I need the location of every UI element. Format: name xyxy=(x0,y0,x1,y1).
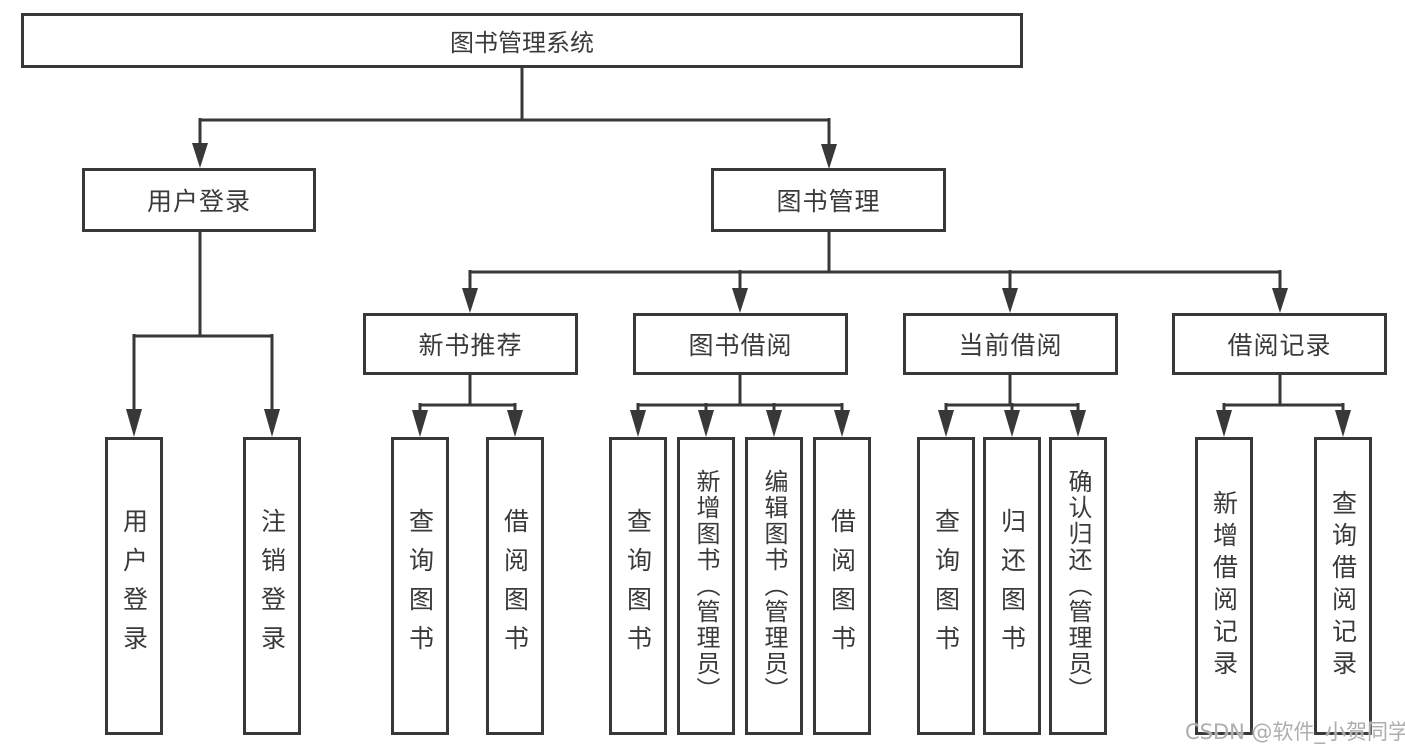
node-book-management: 图书管理 xyxy=(711,168,946,232)
leaf-query-borrow-record: 查询借阅记录 xyxy=(1314,437,1372,735)
leaf-query-books-borrow: 查询图书 xyxy=(609,437,667,735)
node-current-borrow: 当前借阅 xyxy=(903,313,1118,375)
leaf-query-books-recommend: 查询图书 xyxy=(391,437,449,735)
leaf-borrow-books-recommend: 借阅图书 xyxy=(486,437,544,735)
leaf-confirm-return-admin: 确认归还（管理员） xyxy=(1049,437,1107,735)
leaf-query-books-current: 查询图书 xyxy=(917,437,975,735)
node-user-login: 用户登录 xyxy=(82,168,316,232)
leaf-add-books-admin: 新增图书（管理员） xyxy=(677,437,735,735)
csdn-watermark: CSDN @软件_小贺同学 xyxy=(1185,720,1405,744)
node-new-book-recommend: 新书推荐 xyxy=(363,313,578,375)
node-book-borrow: 图书借阅 xyxy=(633,313,848,375)
leaf-add-borrow-record: 新增借阅记录 xyxy=(1195,437,1253,735)
leaf-user-login: 用户登录 xyxy=(105,437,163,735)
leaf-edit-books-admin: 编辑图书（管理员） xyxy=(745,437,803,735)
node-borrow-records: 借阅记录 xyxy=(1172,313,1387,375)
leaf-borrow-books: 借阅图书 xyxy=(813,437,871,735)
leaf-logout: 注销登录 xyxy=(243,437,301,735)
leaf-return-books: 归还图书 xyxy=(983,437,1041,735)
node-library-management-system: 图书管理系统 xyxy=(21,13,1023,68)
